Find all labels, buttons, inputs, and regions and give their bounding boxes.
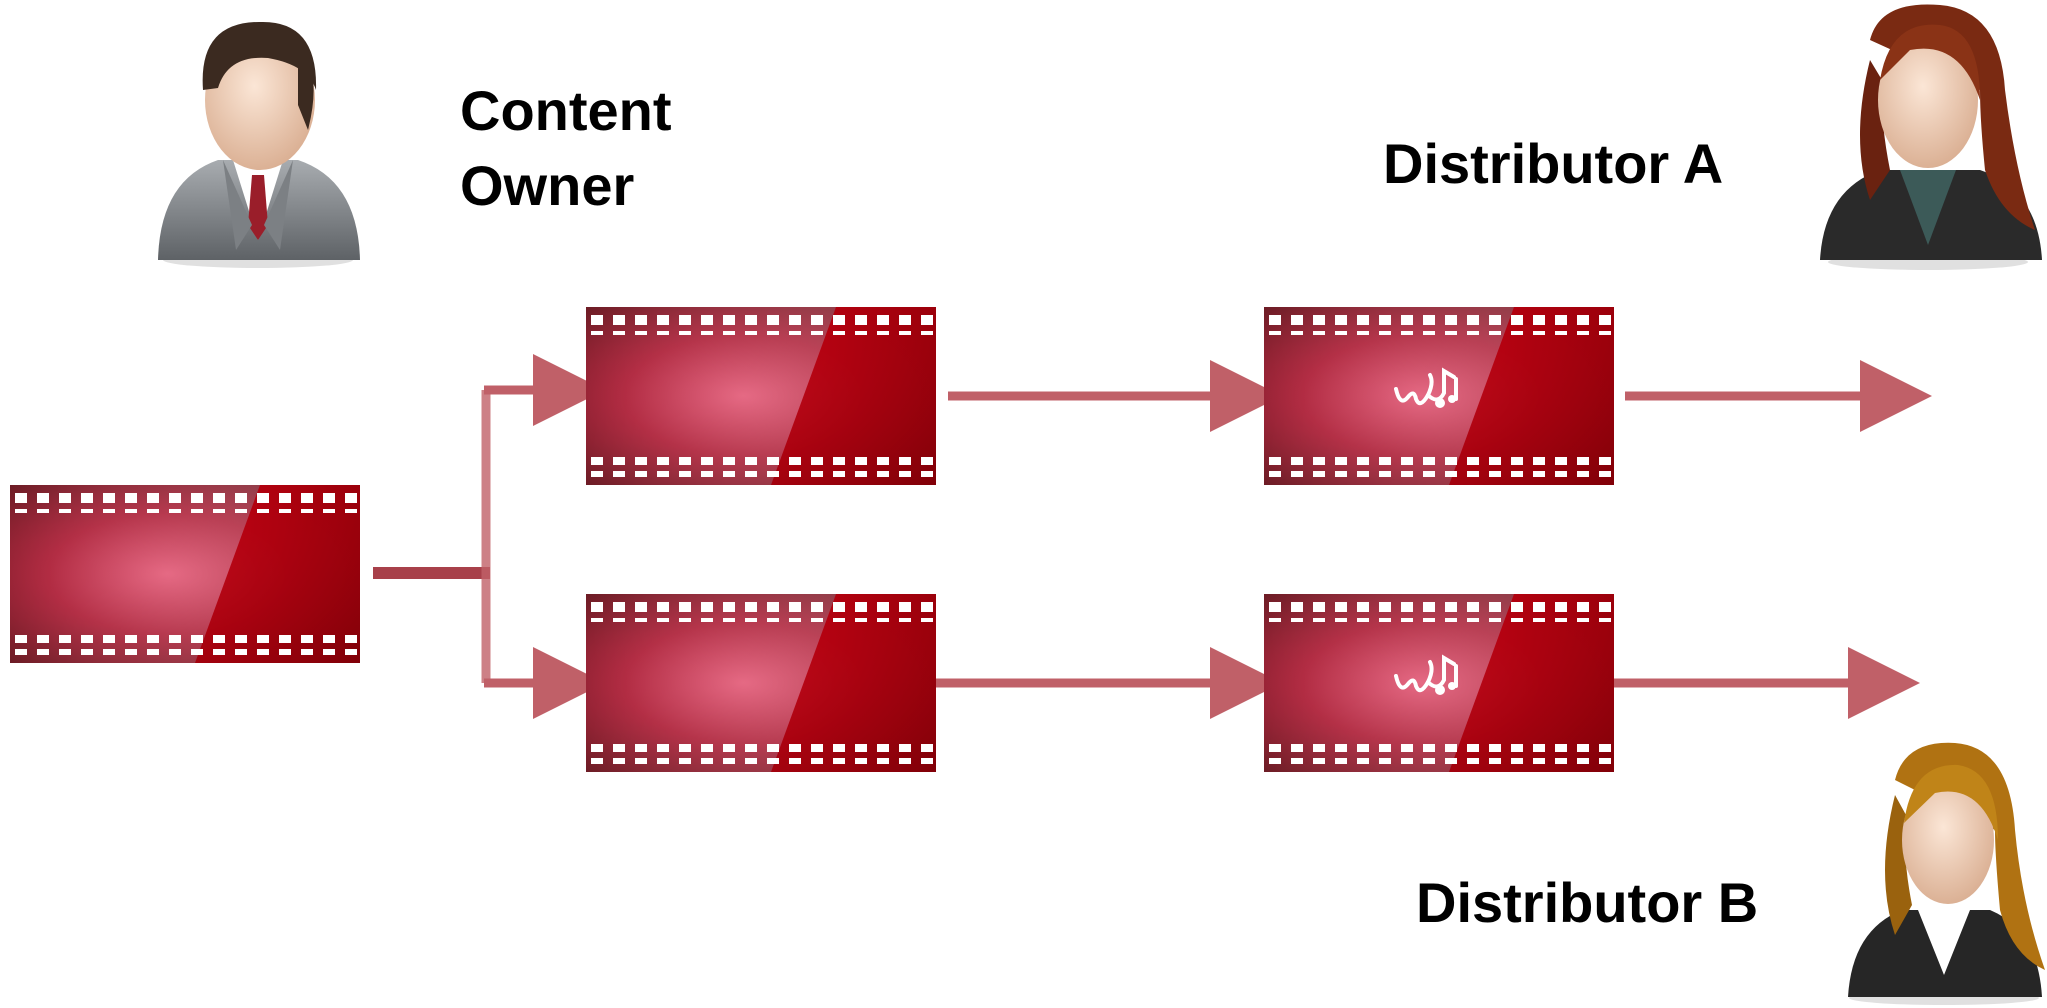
female-user-icon: [1820, 4, 2042, 270]
watermark-music-icon: [1394, 654, 1458, 695]
distributor-b-label: Distributor B: [1416, 871, 1759, 934]
male-user-icon: [158, 21, 360, 268]
female-user-icon: [1848, 742, 2045, 1005]
content-owner-label-line2: Owner: [460, 154, 635, 217]
film-strip-watermarked-a: [1264, 307, 1614, 485]
watermark-music-icon: [1394, 367, 1458, 408]
film-strip-upper: [586, 307, 936, 485]
content-owner-label: Content Owner: [460, 73, 672, 223]
connectors: [373, 354, 1932, 719]
content-owner-label-line1: Content: [460, 79, 672, 142]
film-strip-lower: [586, 594, 936, 772]
distributor-a-label: Distributor A: [1383, 132, 1724, 195]
film-strip-source: [10, 485, 360, 663]
film-strip-watermarked-b: [1264, 594, 1614, 772]
